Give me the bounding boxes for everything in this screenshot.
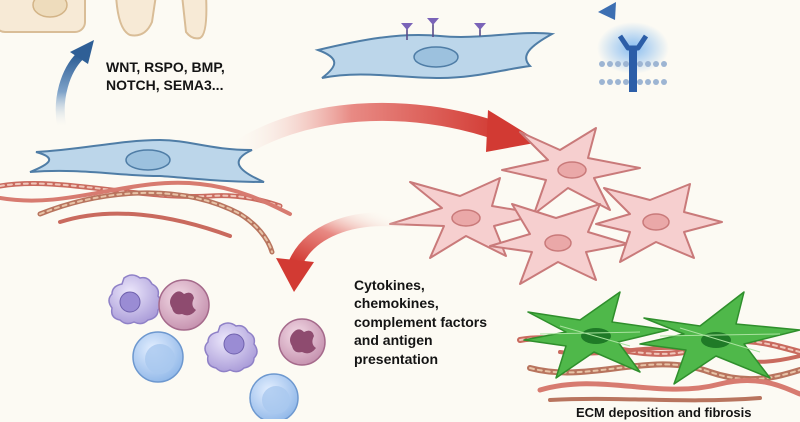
- cytokines-line-1: Cytokines,: [354, 277, 425, 293]
- immune-cells: [108, 274, 326, 419]
- epithelial-cells: [0, 0, 208, 40]
- cytokines-label: Cytokines, chemokines, complement factor…: [354, 276, 487, 368]
- signals-line-1: WNT, RSPO, BMP,: [106, 59, 225, 75]
- receptor-icon: [597, 2, 669, 92]
- neutrophil-cell: [158, 279, 210, 331]
- quiescent-fibroblast: [29, 138, 265, 183]
- signaling-molecules-label: WNT, RSPO, BMP, NOTCH, SEMA3...: [106, 58, 225, 94]
- fibroblast-with-markers: [314, 18, 556, 80]
- signals-line-2: NOTCH, SEMA3...: [106, 77, 224, 94]
- ecm-label: ECM deposition and fibrosis: [576, 405, 752, 420]
- myofibroblast-cluster: [389, 127, 723, 285]
- immune-arrow-icon: [276, 212, 407, 292]
- activated-myofibroblasts: [523, 291, 800, 385]
- cytokines-line-5: presentation: [354, 350, 439, 367]
- monocyte-cell: [108, 274, 162, 325]
- collagen-fibers-left: [0, 180, 292, 255]
- activation-arrow-icon: [221, 102, 540, 164]
- lymphocyte-cell: [132, 331, 184, 383]
- cytokines-line-4: and antigen: [354, 332, 433, 349]
- signaling-arrow-icon: [55, 40, 94, 133]
- cytokines-line-3: complement factors: [354, 313, 488, 330]
- cytokines-line-2: chemokines,: [354, 295, 439, 312]
- monocyte-cell-2: [204, 322, 258, 373]
- neutrophil-cell-2: [278, 318, 326, 366]
- lymphocyte-cell-2: [249, 373, 299, 419]
